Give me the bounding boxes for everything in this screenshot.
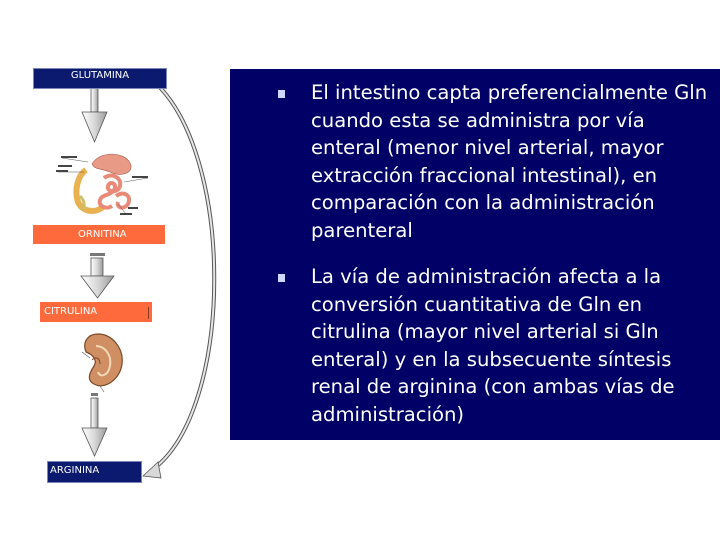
down-arrow-3 <box>81 393 108 457</box>
bullet-square-icon <box>278 90 285 98</box>
intestine-illustration <box>54 146 152 220</box>
citrulina-box: CITRULINA <box>40 302 152 322</box>
citrulina-label: CITRULINA <box>44 306 98 317</box>
ornitina-label: ORNITINA <box>78 229 127 240</box>
text-panel: El intestino capta preferencialmente Gln… <box>230 69 720 440</box>
bullet-square-icon <box>278 274 285 282</box>
bullet-text: El intestino capta preferencialmente Gln… <box>311 81 708 242</box>
down-arrow-2 <box>80 253 115 299</box>
bullet-text: La vía de administración afecta a la con… <box>311 265 675 426</box>
down-arrow-1 <box>81 87 108 144</box>
arginina-label: ARGININA <box>50 465 100 476</box>
arginina-box: ARGININA <box>47 461 142 483</box>
ornitina-box: ORNITINA <box>33 225 165 244</box>
citrulina-divider <box>148 307 149 319</box>
glutamina-box: GLUTAMINA <box>33 68 167 89</box>
glutamina-label: GLUTAMINA <box>70 70 130 81</box>
kidney-illustration <box>81 333 123 393</box>
curved-arrow <box>142 78 217 479</box>
